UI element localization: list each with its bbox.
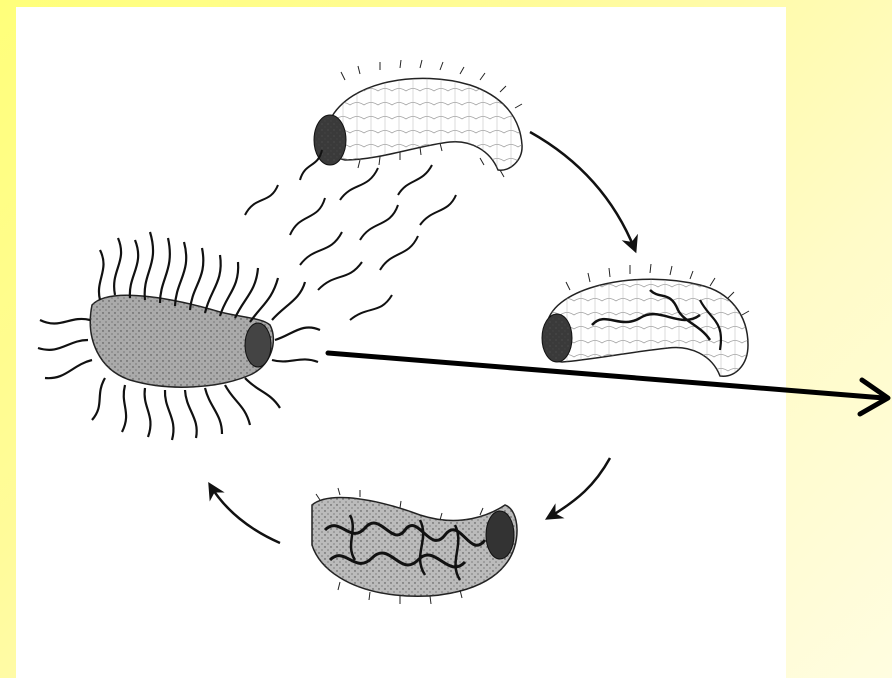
grub-filled-with-nematodes-icon — [312, 488, 517, 604]
cycle-arrow-2 — [548, 458, 610, 518]
cycle-arrow-3 — [210, 485, 280, 543]
pointer-arrow-icon — [328, 353, 888, 414]
cycle-arrow-1 — [530, 132, 635, 250]
migrating-nematodes — [245, 150, 456, 320]
grub-with-nematodes-icon — [542, 264, 749, 376]
grub-releasing-nematodes-icon — [38, 150, 456, 440]
grub-icon — [314, 60, 522, 177]
